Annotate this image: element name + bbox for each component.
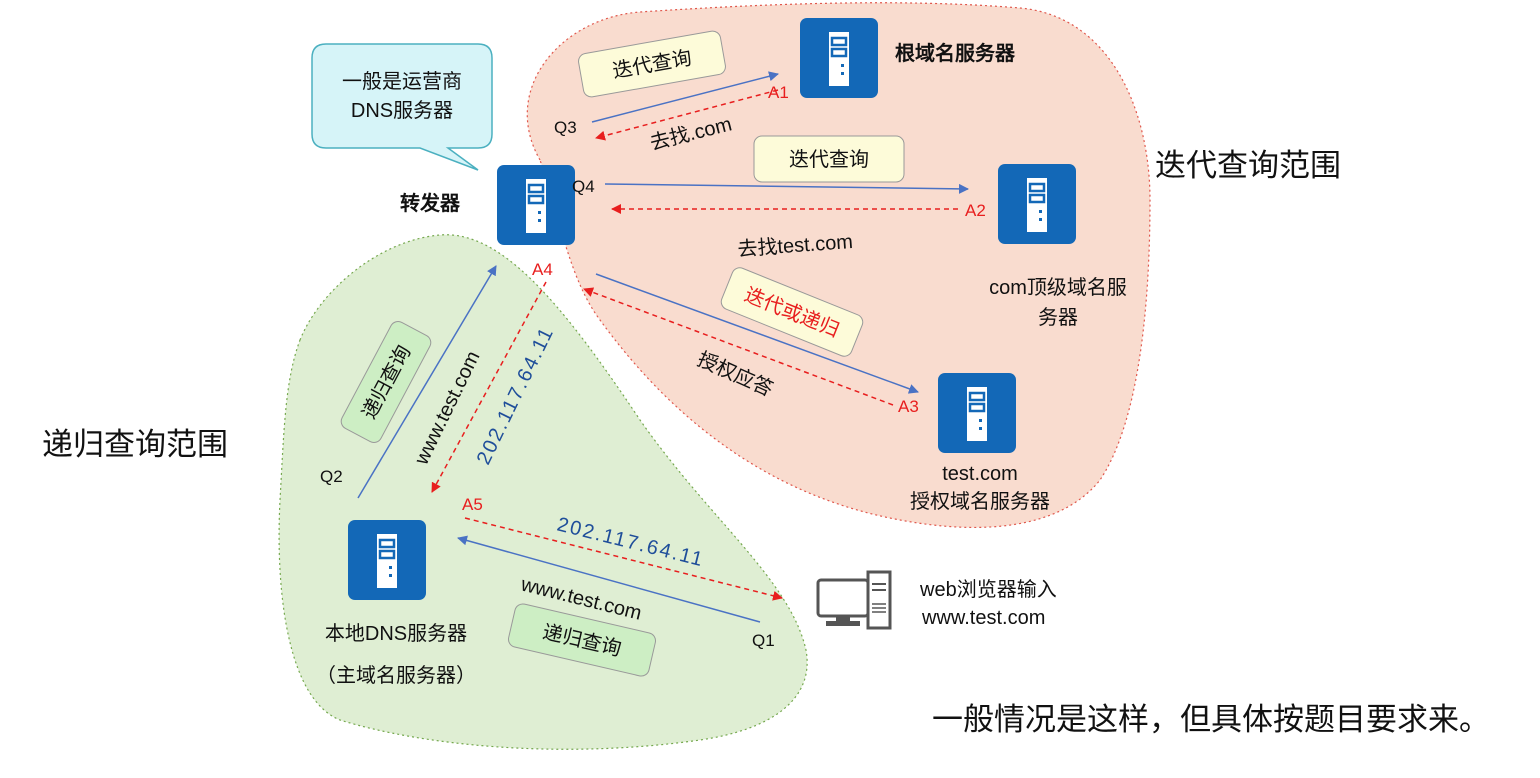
root-server-label: 根域名服务器 bbox=[895, 41, 1016, 65]
server-icon bbox=[936, 371, 1018, 455]
a1-label: A1 bbox=[768, 83, 789, 102]
auth-server-label-line1: test.com bbox=[942, 463, 1018, 485]
footer-note: 一般情况是这样，但具体按题目要求来。 bbox=[932, 702, 1490, 737]
callout-line2: DNS服务器 bbox=[351, 99, 453, 122]
auth-server bbox=[936, 371, 1018, 455]
client-computer bbox=[816, 570, 892, 630]
q4-label: Q4 bbox=[572, 177, 595, 196]
local-dns-label-line2: （主域名服务器） bbox=[316, 664, 476, 687]
forwarder-to-auth-arrow bbox=[595, 273, 919, 394]
a3-arrow bbox=[583, 287, 894, 406]
q2-label: Q2 bbox=[320, 467, 343, 486]
local-dns-label-line1: 本地DNS服务器 bbox=[325, 622, 467, 645]
server-icon bbox=[798, 16, 880, 100]
tld-server bbox=[996, 162, 1078, 246]
a2-label: A2 bbox=[965, 201, 986, 220]
q1-arrow bbox=[457, 535, 761, 623]
desktop-computer-icon bbox=[816, 570, 892, 630]
tld-server-label-line2: 务器 bbox=[1038, 306, 1078, 329]
tag-iterative-q4-text: 迭代查询 bbox=[789, 148, 869, 171]
q1-label: Q1 bbox=[752, 631, 775, 650]
local-dns-server bbox=[346, 518, 428, 602]
server-icon bbox=[996, 162, 1078, 246]
iterative-range-label: 迭代查询范围 bbox=[1155, 148, 1341, 183]
client-label-line1: web浏览器输入 bbox=[919, 578, 1057, 601]
a4-arrow bbox=[431, 281, 547, 493]
a1-arrow bbox=[595, 89, 779, 141]
a4-label: A4 bbox=[532, 260, 553, 279]
q2-arrow bbox=[357, 265, 497, 499]
callout-line1: 一般是运营商 bbox=[342, 70, 462, 93]
a5-arrow bbox=[464, 517, 783, 601]
q3-arrow bbox=[591, 71, 779, 123]
forwarder-label: 转发器 bbox=[400, 191, 461, 215]
forwarder-server bbox=[495, 163, 577, 247]
client-label-line2: www.test.com bbox=[921, 607, 1045, 629]
tag-recursive-q1: 递归查询 bbox=[507, 603, 657, 677]
root-server bbox=[798, 16, 880, 100]
q3-label: Q3 bbox=[554, 118, 577, 137]
a5-label: A5 bbox=[462, 495, 483, 514]
tld-server-label-line1: com顶级域名服 bbox=[989, 276, 1127, 299]
q4-arrow bbox=[604, 183, 969, 194]
auth-server-label-line2: 授权域名服务器 bbox=[910, 490, 1050, 513]
recursive-range-label: 递归查询范围 bbox=[42, 427, 228, 462]
a3-label: A3 bbox=[898, 397, 919, 416]
tag-iterative-q4: 迭代查询 bbox=[753, 135, 905, 183]
callout-bubble bbox=[311, 43, 493, 171]
server-icon bbox=[346, 518, 428, 602]
tag-iterative-q3: 迭代查询 bbox=[578, 30, 726, 98]
server-icon bbox=[495, 163, 577, 247]
